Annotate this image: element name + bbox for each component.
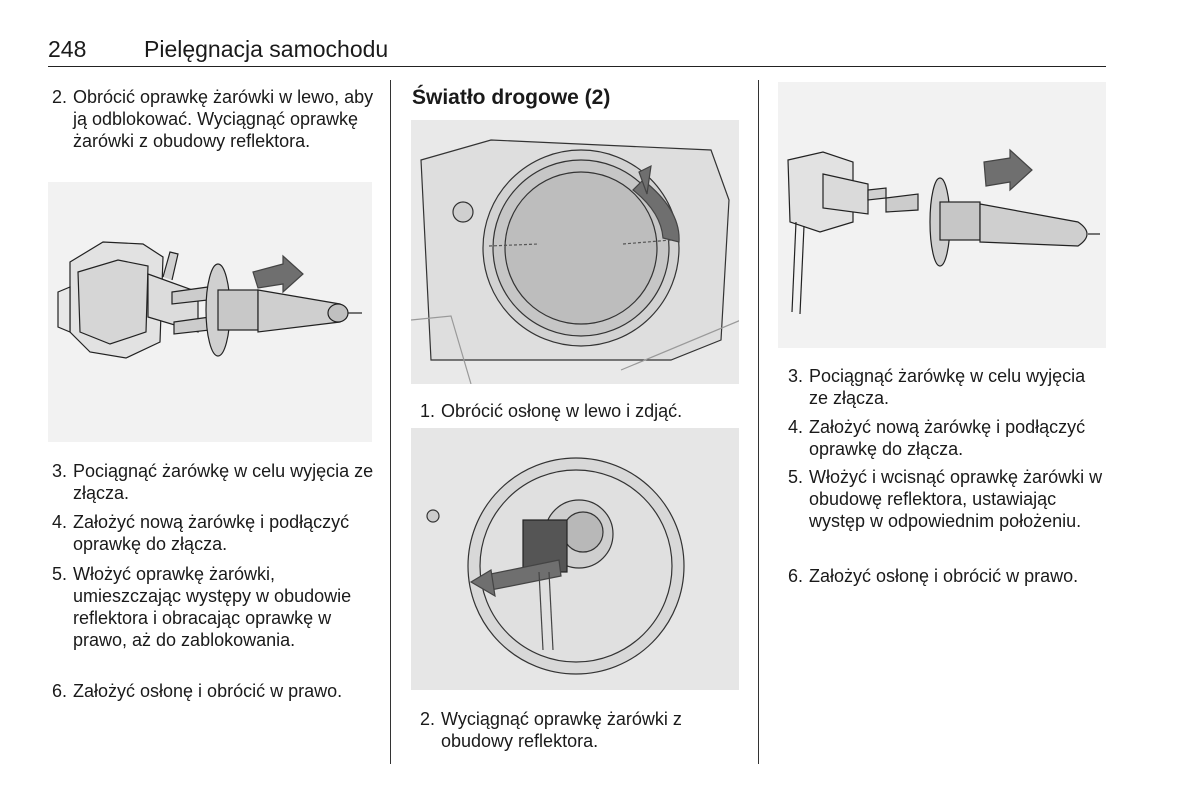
step-number: 3. <box>52 461 68 481</box>
step-text: Obrócić osłonę w lewo i zdjąć. <box>441 401 683 421</box>
step-text: Założyć osłonę i obrócić w prawo. <box>73 681 343 701</box>
instruction-step: 2. Wyciągnąć oprawkę żarówki z obudowy r… <box>420 708 742 752</box>
step-number: 6. <box>788 566 804 586</box>
step-number: 2. <box>52 87 68 107</box>
step-number: 2. <box>420 709 436 729</box>
step-number: 4. <box>788 417 804 437</box>
page-title: Pielęgnacja samochodu <box>144 36 389 62</box>
instruction-step: 3. Pociągnąć żarówkę w celu wyjęcia ze z… <box>52 460 377 504</box>
step-text: Wyciągnąć oprawkę żarówki z obudowy refl… <box>441 709 682 751</box>
page-number: 248 <box>48 36 87 62</box>
instruction-step: 6. Założyć osłonę i obrócić w prawo. <box>52 680 377 702</box>
step-text: Założyć osłonę i obrócić w prawo. <box>809 566 1079 586</box>
column-divider-2 <box>758 80 759 764</box>
step-text: Włożyć i wcisnąć oprawkę żarówki w obudo… <box>809 467 1103 531</box>
step-text: Założyć nową żarówkę i podłączyć oprawkę… <box>809 417 1086 459</box>
instruction-step: 5. Włożyć i wcisnąć oprawkę żarówki w ob… <box>788 466 1108 532</box>
step-text: Założyć nową żarówkę i podłączyć oprawkę… <box>73 512 350 554</box>
step-number: 4. <box>52 512 68 532</box>
step-text: Obrócić oprawkę żarówki w lewo, aby ją o… <box>73 87 374 151</box>
instruction-step: 5. Włożyć oprawkę żarówki, umieszczając … <box>52 563 377 651</box>
step-text: Pociągnąć żarówkę w celu wyjęcia ze złąc… <box>73 461 374 503</box>
step-number: 1. <box>420 401 436 421</box>
page-header: 248 Pielęgnacja samochodu <box>48 34 1106 67</box>
step-text: Włożyć oprawkę żarówki, umieszczając wys… <box>73 564 352 650</box>
section-heading: Światło drogowe (2) <box>412 86 611 109</box>
step-number: 5. <box>788 467 804 487</box>
step-number: 3. <box>788 366 804 386</box>
instruction-step: 2. Obrócić oprawkę żarówki w lewo, aby j… <box>52 86 377 152</box>
instruction-step: 6. Założyć osłonę i obrócić w prawo. <box>788 565 1108 587</box>
step-number: 5. <box>52 564 68 584</box>
instruction-step: 1. Obrócić osłonę w lewo i zdjąć. <box>420 400 742 422</box>
headlamp-cover-illustration <box>411 120 739 384</box>
bulb-holder-removal-illustration <box>411 428 739 690</box>
bulb-holder-illustration <box>48 182 372 442</box>
column-divider-1 <box>390 80 391 764</box>
instruction-step: 4. Założyć nową żarówkę i podłączyć opra… <box>52 511 377 555</box>
bulb-replacement-illustration <box>778 82 1106 348</box>
instruction-step: 4. Założyć nową żarówkę i podłączyć opra… <box>788 416 1108 460</box>
step-text: Pociągnąć żarówkę w celu wyjęcia ze złąc… <box>809 366 1086 408</box>
step-number: 6. <box>52 681 68 701</box>
instruction-step: 3. Pociągnąć żarówkę w celu wyjęcia ze z… <box>788 365 1108 409</box>
